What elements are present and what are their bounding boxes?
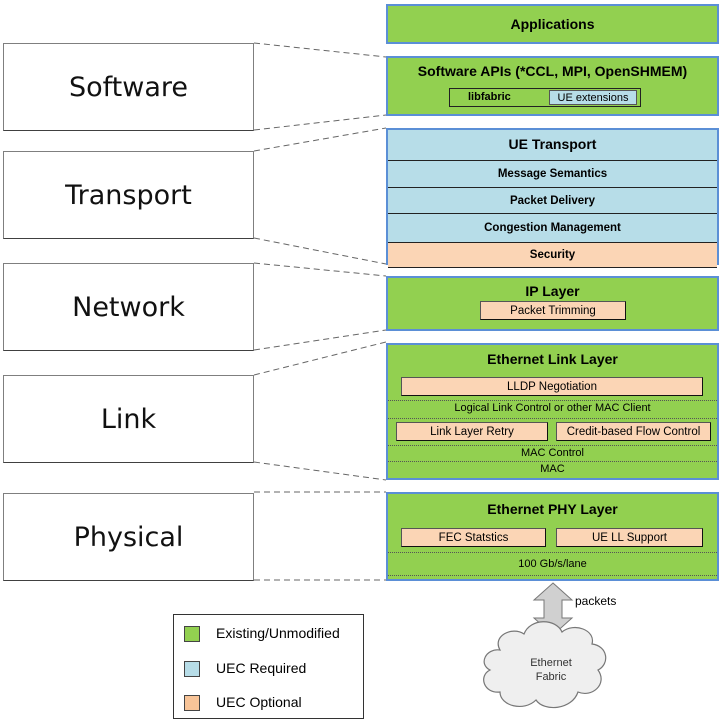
libfabric-label: libfabric [468,91,511,103]
row-text: Message Semantics [497,168,608,180]
chip-text: FEC Statstics [438,531,509,544]
transport-row-security: Security [388,242,717,268]
ip-layer-block: IP Layer Packet Trimming [386,276,719,331]
fec-statistics-chip: FEC Statstics [401,528,546,547]
layer-label-network: Network [3,263,254,351]
cloud-line1: Ethernet [530,657,572,669]
divider [388,461,717,462]
divider [388,552,717,553]
llc-label: Logical Link Control or other MAC Client [454,402,651,414]
layer-label-text: Physical [73,521,184,553]
chip-text: Credit-based Flow Control [566,425,701,438]
layer-label-text: Link [100,403,157,435]
row-text: Congestion Management [484,222,621,234]
link-layer-retry-chip: Link Layer Retry [396,422,548,441]
transport-row-message-semantics: Message Semantics [388,160,717,187]
transport-row-congestion-management: Congestion Management [388,213,717,242]
ethernet-link-layer-block: Ethernet Link Layer LLDP Negotiation Log… [386,343,719,480]
lane-speed-label: 100 Gb/s/lane [518,558,587,570]
divider [388,575,717,576]
applications-block: Applications [386,4,719,44]
connector-network-top [253,262,387,277]
lldp-negotiation-chip: LLDP Negotiation [401,377,703,396]
chip-text: Packet Trimming [510,304,596,317]
cloud-line2: Fabric [535,671,567,683]
legend-swatch-existing [184,626,200,642]
software-apis-block: Software APIs (*CCL, MPI, OpenSHMEM) lib… [386,56,719,116]
chip-text: Link Layer Retry [430,425,514,438]
ue-extensions-chip: UE extensions [549,90,637,105]
mac-control-label: MAC Control [521,447,584,459]
legend-label-optional: UEC Optional [216,694,302,710]
divider [388,445,717,446]
libfabric-box: libfabric UE extensions [449,88,641,107]
chip-text: UE LL Support [591,531,667,544]
credit-based-flow-control-chip: Credit-based Flow Control [556,422,711,441]
connector-transport-bottom [253,237,387,265]
layer-label-transport: Transport [3,151,254,239]
ethernet-fabric-cloud-icon [483,621,607,709]
layer-label-text: Transport [65,179,192,211]
chip-text: LLDP Negotiation [507,380,597,393]
divider [388,418,717,419]
connector-software-bottom [253,114,387,131]
packets-label: packets [575,594,617,608]
divider [388,400,717,401]
row-text: Security [529,249,576,261]
ethernet-fabric-label: Ethernet Fabric [500,656,602,684]
ethernet-phy-layer-block: Ethernet PHY Layer FEC Statstics UE LL S… [386,492,719,581]
legend-label-existing: Existing/Unmodified [216,625,340,641]
connector-software-top [253,42,387,58]
connector-link-bottom [253,461,387,481]
layer-label-text: Software [68,71,189,103]
layer-label-text: Network [72,291,185,323]
connector-network-bottom [253,329,387,351]
ue-ll-support-chip: UE LL Support [556,528,703,547]
software-apis-title: Software APIs (*CCL, MPI, OpenSHMEM) [417,63,688,79]
legend-swatch-required [184,661,200,677]
connector-link-top [253,341,387,376]
transport-row-packet-delivery: Packet Delivery [388,187,717,213]
legend-label-required: UEC Required [216,660,307,676]
ethernet-link-title: Ethernet Link Layer [487,351,618,367]
applications-title: Applications [510,16,595,32]
mac-label: MAC [540,463,565,475]
ue-transport-block: UE Transport Message Semantics Packet De… [386,128,719,268]
legend: Existing/Unmodified UEC Required UEC Opt… [173,614,364,719]
layer-label-software: Software [3,43,254,131]
connector-transport-top [253,127,387,152]
layer-label-link: Link [3,375,254,463]
ue-transport-title: UE Transport [508,136,597,152]
layer-label-physical: Physical [3,493,254,581]
ethernet-phy-title: Ethernet PHY Layer [487,501,618,517]
row-text: Packet Delivery [509,194,596,207]
legend-swatch-optional [184,695,200,711]
ip-layer-title: IP Layer [525,283,580,299]
packet-trimming-chip: Packet Trimming [480,301,626,320]
